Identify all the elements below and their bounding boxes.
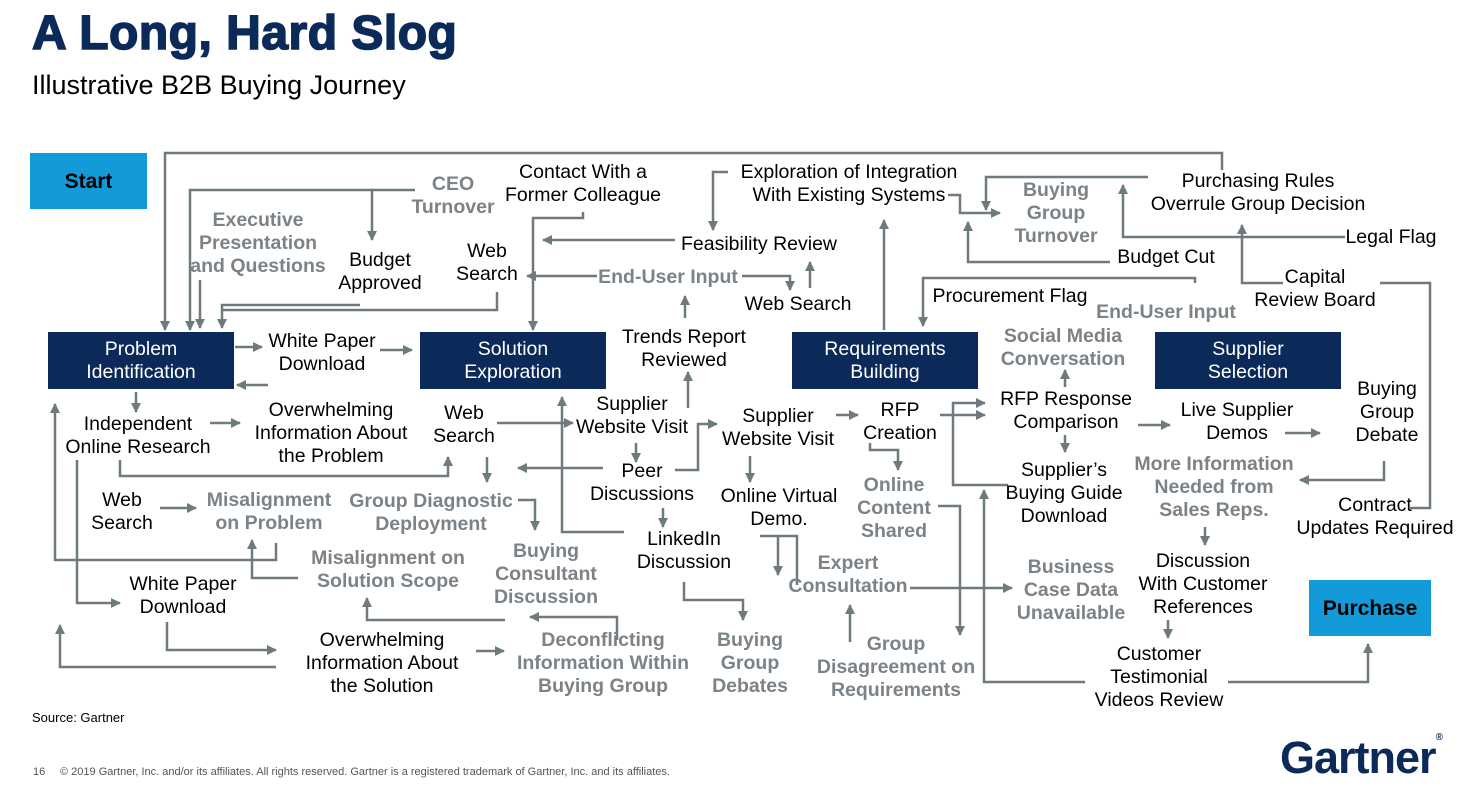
node-online-virtual-demo: Online Virtual Demo. xyxy=(720,485,838,530)
node-overwhelming-problem: Overwhelming Information About the Probl… xyxy=(254,399,408,467)
purchase-box: Purchase xyxy=(1309,580,1431,636)
connector xyxy=(518,498,540,531)
connector xyxy=(981,175,1148,211)
page-title: A Long, Hard Slog xyxy=(31,6,458,61)
node-contract-updates: Contract Updates Required xyxy=(1296,494,1454,539)
node-rfp-creation: RFP Creation xyxy=(863,399,937,444)
node-procurement-flag: Procurement Flag xyxy=(932,285,1088,307)
connector xyxy=(1299,461,1386,485)
node-end-user-input-1: End-User Input xyxy=(598,266,738,288)
requirements-building-box: Requirements Building xyxy=(792,332,978,389)
node-misalignment-scope: Misalignment on Solution Scope xyxy=(311,547,465,592)
node-linkedin: LinkedIn Discussion xyxy=(636,528,732,573)
connector xyxy=(50,403,278,562)
connector xyxy=(165,622,277,655)
solution-exploration-box: Solution Exploration xyxy=(420,332,606,389)
page-subtitle: Illustrative B2B Buying Journey xyxy=(32,70,406,100)
connector xyxy=(742,274,795,291)
connector xyxy=(979,489,1085,684)
connector xyxy=(675,419,718,472)
connector xyxy=(529,612,619,640)
node-buying-group-turnover: Buying Group Turnover xyxy=(1014,179,1098,247)
node-white-paper-2: White Paper Download xyxy=(129,573,237,618)
node-misalignment-problem: Misalignment on Problem xyxy=(206,489,332,534)
node-social-media: Social Media Conversation xyxy=(1000,325,1126,370)
node-business-case: Business Case Data Unavailable xyxy=(1016,556,1126,624)
connector xyxy=(918,276,1197,327)
connector xyxy=(1118,184,1345,239)
node-web-search-1: Web Search xyxy=(456,240,518,285)
node-web-search-2: Web Search xyxy=(744,293,852,315)
connector xyxy=(963,221,1110,264)
node-overwhelming-solution: Overwhelming Information About the Solut… xyxy=(305,629,459,697)
registered-mark: ® xyxy=(1435,732,1443,743)
node-web-search-3: Web Search xyxy=(433,402,495,447)
node-end-user-input-2: End-User Input xyxy=(1096,301,1236,323)
problem-identification-box: Problem Identification xyxy=(48,332,234,389)
node-budget-cut: Budget Cut xyxy=(1117,246,1215,268)
node-supplier-website-2: Supplier Website Visit xyxy=(722,405,834,450)
connector xyxy=(1380,281,1432,510)
connector xyxy=(528,212,585,331)
node-buying-consultant: Buying Consultant Discussion xyxy=(493,540,599,608)
page-number: 16 xyxy=(33,766,46,778)
node-suppliers-guide: Supplier’s Buying Guide Download xyxy=(1005,459,1123,527)
node-group-disagreement: Group Disagreement on Requirements xyxy=(816,633,976,701)
connector xyxy=(868,443,903,471)
node-independent-research: Independent Online Research xyxy=(65,413,211,458)
node-discussion-references: Discussion With Customer References xyxy=(1138,550,1268,618)
logo-text: Gartner xyxy=(1280,732,1437,783)
node-group-diagnostic: Group Diagnostic Deployment xyxy=(349,490,513,535)
node-more-info: More Information Needed from Sales Reps. xyxy=(1134,453,1294,521)
connector xyxy=(247,539,298,580)
node-contact-former-colleague: Contact With a Former Colleague xyxy=(504,161,662,206)
connector xyxy=(222,292,499,312)
node-supplier-website-1: Supplier Website Visit xyxy=(576,393,688,438)
connector xyxy=(948,193,1001,218)
node-rfp-comparison: RFP Response Comparison xyxy=(1000,388,1132,433)
connector xyxy=(75,460,121,608)
connector xyxy=(55,624,276,669)
connector xyxy=(160,151,1224,331)
gartner-logo: Gartner® xyxy=(1280,732,1443,784)
node-trends-report: Trends Report Reviewed xyxy=(622,326,746,371)
connector xyxy=(682,582,748,621)
node-buying-group-debate: Buying Group Debate xyxy=(1355,378,1419,446)
node-feasibility-review: Feasibility Review xyxy=(680,233,838,255)
node-buying-group-debates: Buying Group Debates xyxy=(712,629,788,697)
node-online-content: Online Content Shared xyxy=(857,474,931,542)
node-customer-testimonial: Customer Testimonial Videos Review xyxy=(1094,643,1224,711)
connector xyxy=(185,188,415,331)
connector xyxy=(951,398,1008,487)
node-ceo-turnover: CEO Turnover xyxy=(411,173,495,218)
node-web-search-4: Web Search xyxy=(91,489,153,534)
node-exploration-integration: Exploration of Integration With Existing… xyxy=(740,161,958,206)
connector xyxy=(217,303,360,329)
source-note: Source: Gartner xyxy=(32,710,125,725)
supplier-selection-box: Supplier Selection xyxy=(1155,332,1341,389)
connector xyxy=(708,170,728,231)
node-purchasing-rules: Purchasing Rules Overrule Group Decision xyxy=(1150,170,1366,215)
node-live-demos: Live Supplier Demos xyxy=(1180,399,1294,444)
node-peer-discussions: Peer Discussions xyxy=(589,460,695,505)
node-white-paper-1: White Paper Download xyxy=(268,330,376,375)
node-expert-consultation: Expert Consultation xyxy=(788,552,908,597)
node-legal-flag: Legal Flag xyxy=(1345,226,1437,248)
connector xyxy=(118,456,453,478)
start-box: Start xyxy=(30,153,147,209)
copyright-notice: © 2019 Gartner, Inc. and/or its affiliat… xyxy=(60,766,670,778)
connector xyxy=(938,504,965,636)
node-executive-presentation: Executive Presentation and Questions xyxy=(190,209,326,277)
node-capital-review-board: Capital Review Board xyxy=(1254,266,1376,311)
connector xyxy=(557,396,624,534)
node-deconflicting: Deconflicting Information Within Buying … xyxy=(516,629,690,697)
connector xyxy=(362,597,505,622)
node-budget-approved: Budget Approved xyxy=(338,249,422,294)
connector xyxy=(1228,643,1373,684)
connector xyxy=(760,534,799,585)
connector xyxy=(1237,224,1283,285)
